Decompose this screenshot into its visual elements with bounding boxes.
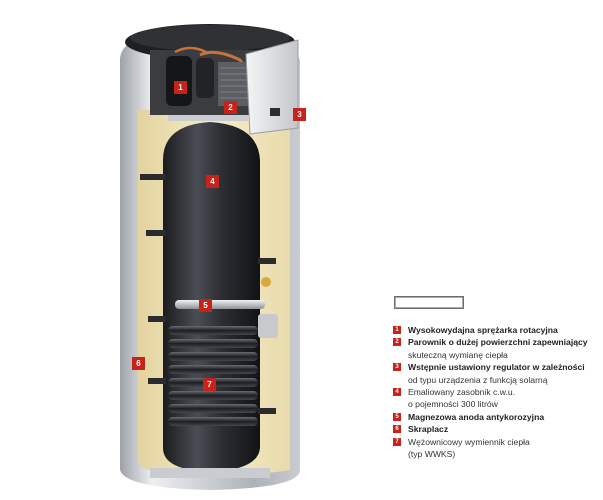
callout-7: 7 xyxy=(203,378,216,391)
legend-label: Wężownicowy wymiennik ciepła xyxy=(408,436,601,448)
legend-number: 2 xyxy=(393,338,401,346)
callout-4: 4 xyxy=(206,175,219,188)
legend-title-placeholder xyxy=(394,296,464,309)
legend-item-2: 2 Parownik o dużej powierzchni zapewniaj… xyxy=(393,336,601,361)
legend-label: Wysokowydajna sprężarka rotacyjna xyxy=(408,324,601,336)
pipe-connection xyxy=(140,174,166,180)
callout-2: 2 xyxy=(224,101,237,114)
legend-sublabel: od typu urządzenia z funkcją solarną xyxy=(408,374,601,386)
controller-panel xyxy=(246,40,298,134)
callout-6: 6 xyxy=(132,357,145,370)
legend-label: Emaliowany zasobnik c.w.u. xyxy=(408,386,601,398)
legend-number: 1 xyxy=(393,326,401,334)
sensor-fitting xyxy=(261,277,271,287)
legend-sublabel: (typ WWKS) xyxy=(408,448,601,460)
legend: 1 Wysokowydajna sprężarka rotacyjna 2 Pa… xyxy=(393,324,601,460)
controller-display xyxy=(270,108,280,116)
legend-label: Skraplacz xyxy=(408,423,601,435)
legend-label: Parownik o dużej powierzchni zapewniając… xyxy=(408,336,601,348)
legend-sublabel: skuteczną wymianę ciepła xyxy=(408,349,601,361)
legend-number: 4 xyxy=(393,388,401,396)
legend-number: 6 xyxy=(393,425,401,433)
legend-label: Magnezowa anoda antykorozyjna xyxy=(408,411,601,423)
legend-number: 5 xyxy=(393,413,401,421)
callout-1: 1 xyxy=(174,81,187,94)
magnesium-anode xyxy=(175,300,265,309)
callout-5: 5 xyxy=(199,299,212,312)
legend-item-5: 5 Magnezowa anoda antykorozyjna xyxy=(393,411,601,423)
legend-item-7: 7 Wężownicowy wymiennik ciepła(typ WWKS) xyxy=(393,436,601,461)
callout-3: 3 xyxy=(293,108,306,121)
legend-item-1: 1 Wysokowydajna sprężarka rotacyjna xyxy=(393,324,601,336)
base-plate xyxy=(150,468,270,478)
legend-item-3: 3 Wstępnie ustawiony regulator w zależno… xyxy=(393,361,601,386)
legend-item-4: 4 Emaliowany zasobnik c.w.u.o pojemności… xyxy=(393,386,601,411)
legend-number: 7 xyxy=(393,438,401,446)
legend-number: 3 xyxy=(393,363,401,371)
legend-label: Wstępnie ustawiony regulator w zależnośc… xyxy=(408,361,601,373)
legend-item-6: 6 Skraplacz xyxy=(393,423,601,435)
legend-sublabel: o pojemności 300 litrów xyxy=(408,398,601,410)
